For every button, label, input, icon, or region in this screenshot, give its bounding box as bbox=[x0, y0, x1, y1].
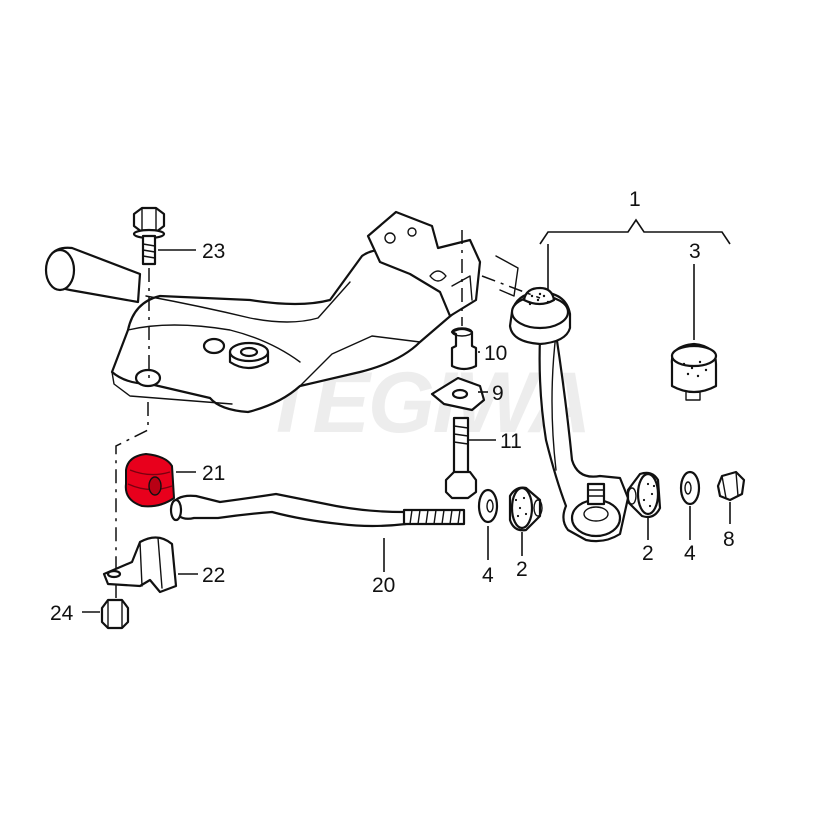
label-10: 10 bbox=[484, 342, 507, 365]
label-23: 23 bbox=[202, 240, 225, 263]
control-arm-1 bbox=[508, 286, 630, 543]
bushing-3-texture bbox=[682, 360, 708, 378]
bushing-2-left bbox=[508, 486, 543, 532]
plate-9 bbox=[430, 376, 486, 412]
bushing-21 bbox=[124, 452, 176, 508]
clamp-22 bbox=[102, 536, 178, 594]
bolt-23 bbox=[132, 206, 166, 266]
nut-8 bbox=[716, 470, 746, 502]
subframe bbox=[44, 210, 482, 414]
bushing-3 bbox=[670, 342, 718, 401]
label-9: 9 bbox=[492, 382, 504, 405]
bushing-texture bbox=[528, 292, 550, 306]
nut-24 bbox=[100, 598, 130, 630]
stabilizer-bar-20 bbox=[169, 492, 466, 528]
label-21: 21 bbox=[202, 462, 225, 485]
label-4-left: 4 bbox=[482, 564, 494, 587]
label-1: 1 bbox=[629, 188, 641, 211]
label-24: 24 bbox=[50, 602, 74, 625]
washer-4-left bbox=[477, 488, 499, 524]
label-2-right: 2 bbox=[642, 542, 654, 565]
bolt-11 bbox=[444, 416, 478, 500]
sleeve-10 bbox=[450, 327, 478, 371]
label-2-left: 2 bbox=[516, 558, 528, 581]
label-11: 11 bbox=[500, 430, 522, 453]
label-3: 3 bbox=[689, 240, 701, 263]
label-8: 8 bbox=[723, 528, 735, 551]
bushing-2-left-texture bbox=[514, 496, 528, 518]
bushing-2-right bbox=[626, 471, 662, 519]
washer-4-right bbox=[679, 470, 701, 506]
label-22: 22 bbox=[202, 564, 225, 587]
label-4-right: 4 bbox=[684, 542, 696, 565]
bushing-2-right-texture bbox=[642, 482, 656, 508]
label-20: 20 bbox=[372, 574, 395, 597]
